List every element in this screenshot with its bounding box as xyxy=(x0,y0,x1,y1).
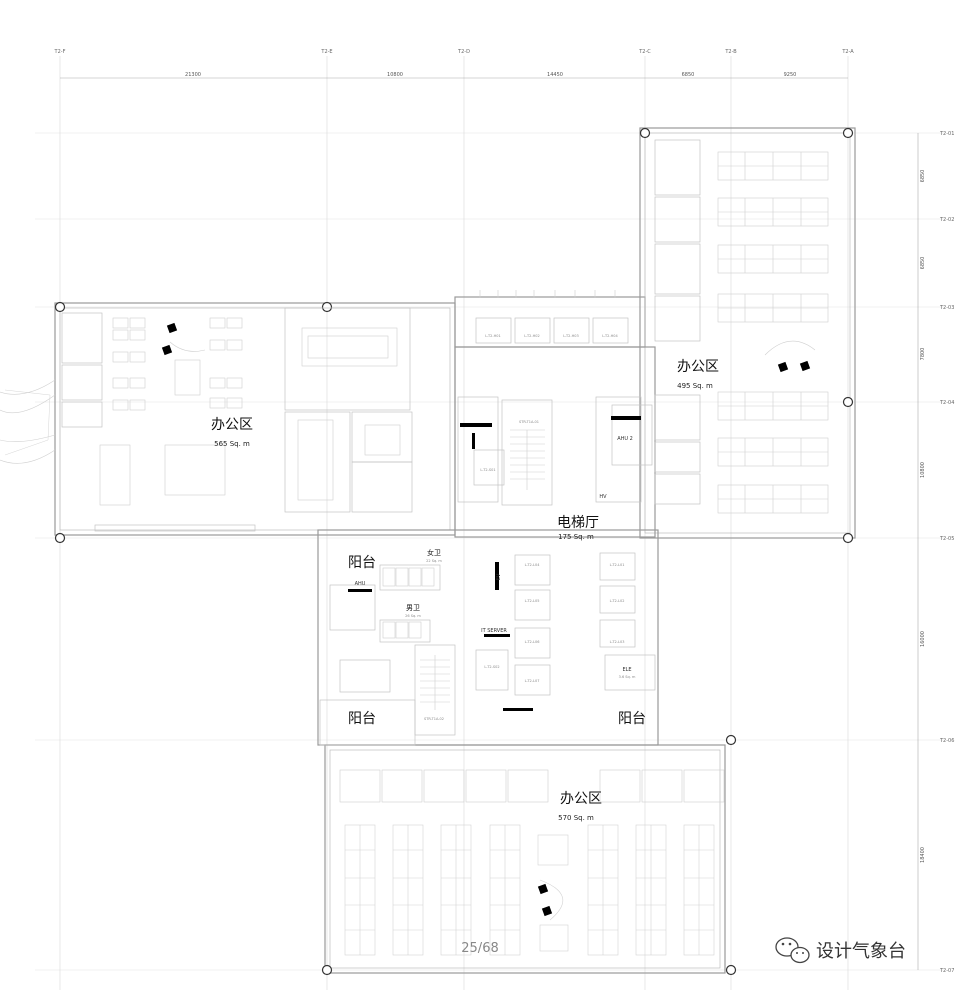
row-dimension: 10800 xyxy=(920,462,926,478)
lift-label: L-T2-H02 xyxy=(524,334,540,338)
grid-lines xyxy=(35,56,945,990)
row-dimension: 6850 xyxy=(920,170,926,183)
ev-label: EV xyxy=(496,573,502,580)
structural-columns xyxy=(54,127,854,976)
stair-label: STR-T1A-02 xyxy=(424,717,444,721)
ele-label: ELE xyxy=(622,667,631,673)
lift-label: L-T2-H01 xyxy=(485,334,501,338)
zone-title-office-south: 办公区 xyxy=(560,791,602,807)
column-dimension: 9250 xyxy=(784,72,797,78)
women-wc-area: 22 Sq. m xyxy=(426,559,442,563)
column-dimension: 21300 xyxy=(185,72,201,78)
ahu2-label: AHU 2 xyxy=(617,436,633,442)
east-office-furniture xyxy=(654,139,829,514)
column-axis-labels: T2-F T2-E T2-D T2-C T2-B T2-A xyxy=(54,49,855,55)
row-dimension: 7800 xyxy=(920,348,926,361)
wechat-icon xyxy=(775,937,810,964)
lift-label: L-T2-L06 xyxy=(525,640,540,644)
zone-title-balcony-sw: 阳台 xyxy=(348,711,376,727)
zone-area-elevator-hall: 175 Sq. m xyxy=(558,533,594,541)
lift-label: L-T2-L02 xyxy=(610,599,625,603)
men-wc-label: 男卫 xyxy=(406,604,420,612)
north-lift-bank: L-T2-H01 L-T2-H02 L-T2-H03 L-T2-H04 xyxy=(475,290,629,344)
axis-label-row: T2-04 xyxy=(939,400,954,406)
central-core: STR-T1A-01 L-T2-S01 AHU 2 HV xyxy=(457,396,653,506)
axis-label-row: T2-02 xyxy=(939,217,954,223)
axis-label-col: T2-A xyxy=(841,49,854,55)
lift-label: L-T2-L03 xyxy=(610,640,625,644)
zone-area-office-west: 565 Sq. m xyxy=(214,440,250,448)
row-dimension: 6850 xyxy=(920,257,926,270)
ahu-label: AHU xyxy=(355,581,366,587)
page-number: 25/68 xyxy=(461,941,498,956)
zone-area-office-east: 495 Sq. m xyxy=(677,382,713,390)
axis-label-row: T2-03 xyxy=(939,305,954,311)
ele-area: 3.6 Sq. m xyxy=(619,675,636,679)
axis-label-col: T2-F xyxy=(54,49,66,55)
axis-label-col: T2-B xyxy=(724,49,737,55)
shaft-label: L-T2-S01 xyxy=(480,468,495,472)
row-dimensions: 6850 6850 7800 10800 16000 18400 xyxy=(920,170,926,863)
axis-label-row: T2-07 xyxy=(939,968,954,974)
zone-title-elevator-hall: 电梯厅 xyxy=(557,515,599,531)
lift-label: L-T2-L05 xyxy=(525,599,540,603)
row-axis-labels: T2-01 T2-02 T2-03 T2-04 T2-05 T2-06 T2-0… xyxy=(939,131,954,974)
middle-block: AHU EV IT SERVER L-T2-S02 STR-T1A-02 L-T… xyxy=(319,548,656,746)
row-dimension: 18400 xyxy=(920,847,926,863)
zone-title-office-east: 办公区 xyxy=(677,359,719,375)
column-dimension: 14450 xyxy=(547,72,563,78)
watermark-text: 设计气象台 xyxy=(816,941,906,962)
men-wc-area: 26 Sq. m xyxy=(405,614,421,618)
shaft-label: L-T2-S02 xyxy=(484,665,499,669)
west-office-furniture xyxy=(61,307,413,532)
lift-label: L-T2-H04 xyxy=(602,334,618,338)
lift-label: L-T2-L04 xyxy=(525,563,541,567)
zone-title-office-west: 办公区 xyxy=(211,417,253,433)
zone-title-balcony-se: 阳台 xyxy=(618,711,646,727)
zone-title-balcony-nw: 阳台 xyxy=(348,555,376,571)
hv-label: HV xyxy=(599,494,607,500)
column-dimensions: 21300 10800 14450 6850 9250 xyxy=(185,72,796,78)
axis-label-row: T2-05 xyxy=(939,536,954,542)
lift-label: L-T2-L07 xyxy=(525,679,540,683)
stair-label: STR-T1A-01 xyxy=(519,420,539,424)
watermark: 设计气象台 xyxy=(775,937,906,964)
axis-label-row: T2-01 xyxy=(939,131,954,137)
lift-label: L-T2-L01 xyxy=(610,563,625,567)
women-wc-label: 女卫 xyxy=(427,548,441,557)
lift-label: L-T2-H03 xyxy=(563,334,579,338)
it-server-label: IT SERVER xyxy=(481,628,507,634)
axis-label-row: T2-06 xyxy=(939,738,954,744)
axis-label-col: T2-C xyxy=(638,49,651,55)
column-dimension: 6850 xyxy=(682,72,695,78)
axis-label-col: T2-D xyxy=(457,49,470,55)
axis-label-col: T2-E xyxy=(320,49,332,55)
row-dimension: 16000 xyxy=(920,631,926,647)
column-dimension: 10800 xyxy=(387,72,403,78)
zone-area-office-south: 570 Sq. m xyxy=(558,814,594,822)
zone-labels: 办公区 565 Sq. m 办公区 495 Sq. m 办公区 570 Sq. … xyxy=(211,359,719,822)
south-office-furniture xyxy=(339,769,725,956)
